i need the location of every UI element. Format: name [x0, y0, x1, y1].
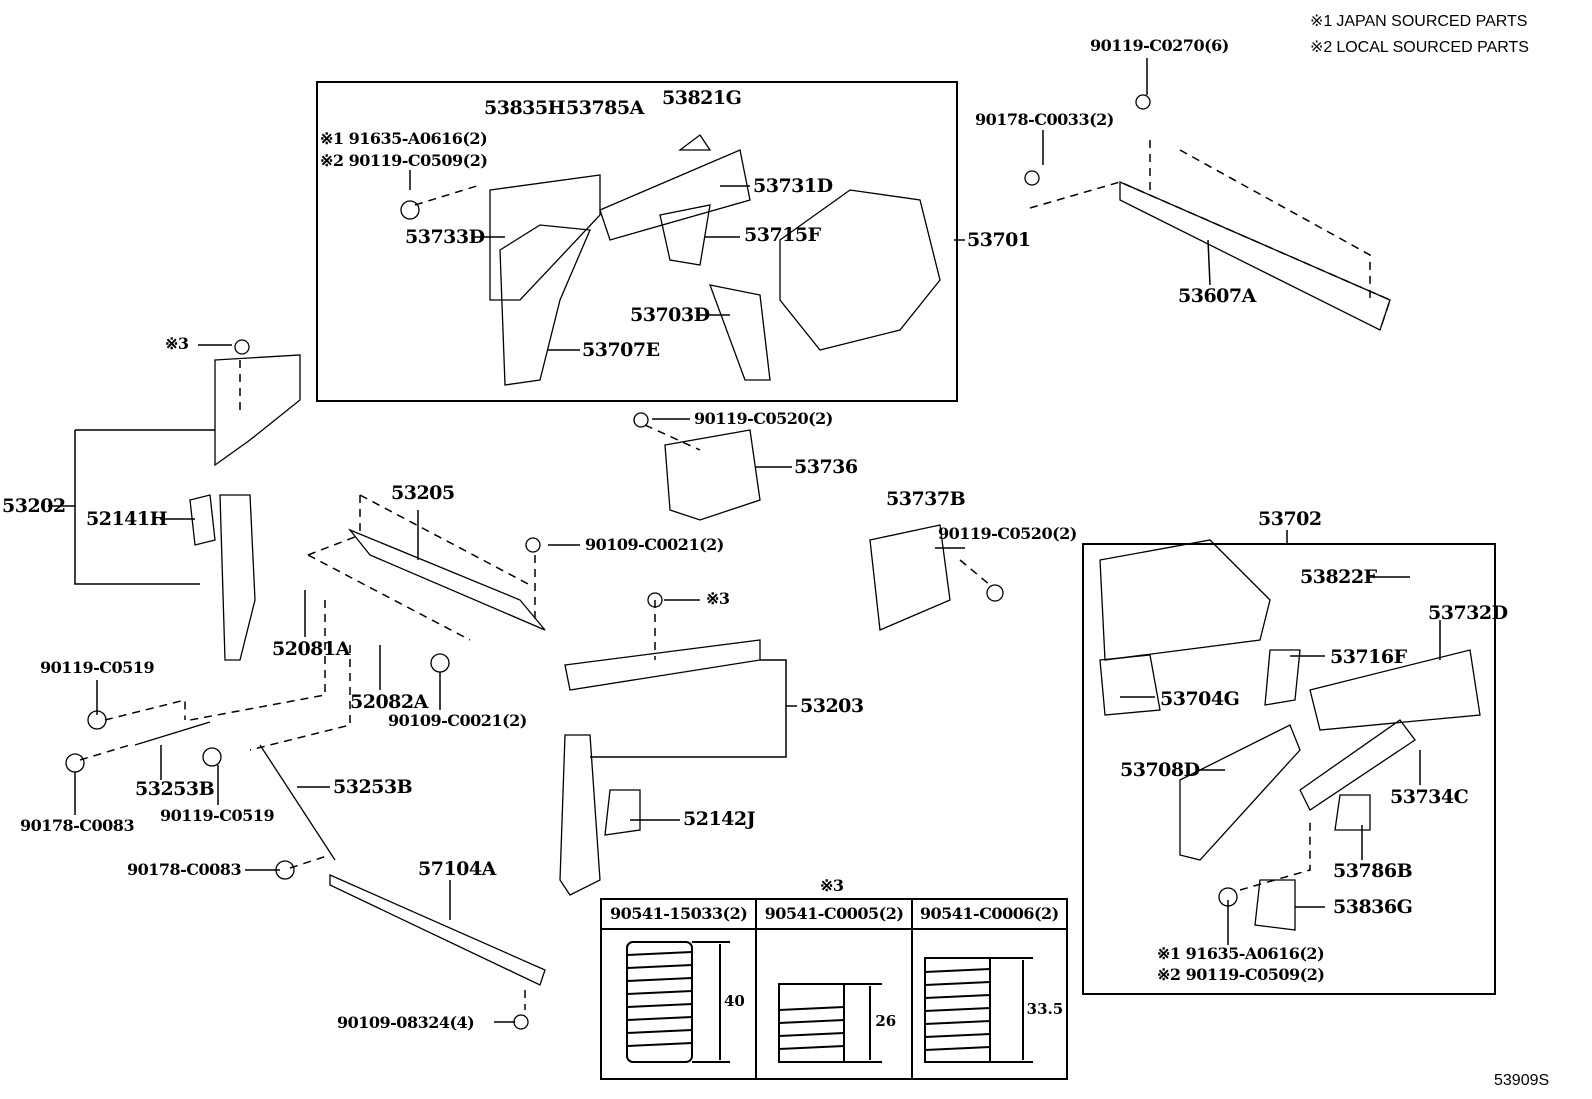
label-52141h: 52141H: [86, 508, 168, 530]
spring-part-number: 90541-C0006(2): [912, 900, 1066, 930]
spring-table-ref: ※3: [820, 876, 844, 895]
fastener-local-upper: ※2 90119-C0509(2): [320, 151, 488, 170]
label-53715f: 53715F: [744, 224, 821, 246]
label-90109-c0021-b: 90109-C0021(2): [388, 711, 527, 730]
label-90109-c0021-a: 90109-C0021(2): [585, 535, 724, 554]
label-53205: 53205: [391, 482, 455, 504]
label-53704g: 53704G: [1160, 688, 1240, 710]
label-53607a: 53607A: [1178, 285, 1256, 307]
spring-length: 33.5: [1026, 1000, 1064, 1018]
spring-column: 90541-C0005(2) 26: [757, 900, 913, 1078]
label-53737b: 53737B: [886, 488, 966, 510]
spring-column: 90541-C0006(2) 33.5: [912, 900, 1066, 1078]
label-90178-c0083-b: 90178-C0083: [127, 860, 242, 879]
label-53733d: 53733D: [405, 226, 485, 248]
spring-column: 90541-15033(2) 40: [602, 900, 758, 1078]
spring-length: 40: [724, 992, 745, 1010]
fastener-jp-lower: ※1 91635-A0616(2): [1157, 944, 1325, 963]
assembly-box-53702: [1082, 543, 1496, 995]
label-90119-c0520-a: 90119-C0520(2): [694, 409, 833, 428]
spring-table: 90541-15033(2) 40 90541-C0005(2): [600, 898, 1068, 1080]
fastener-jp-upper: ※1 91635-A0616(2): [320, 129, 488, 148]
label-53835h: 53835H: [484, 97, 566, 119]
label-53707e: 53707E: [582, 339, 660, 361]
label-90119-c0270: 90119-C0270(6): [1090, 36, 1229, 55]
label-53786b: 53786B: [1333, 860, 1413, 882]
fastener-local-lower: ※2 90119-C0509(2): [1157, 965, 1325, 984]
label-53785a: 53785A: [566, 97, 644, 119]
spring-part-number: 90541-C0005(2): [757, 900, 911, 930]
label-53836g: 53836G: [1333, 896, 1413, 918]
label-90178-c0033: 90178-C0033(2): [975, 110, 1114, 129]
label-53736: 53736: [794, 456, 858, 478]
label-53701: 53701: [967, 229, 1031, 251]
label-53203: 53203: [800, 695, 864, 717]
label-90109-08324: 90109-08324(4): [337, 1013, 475, 1032]
label-57104a: 57104A: [418, 858, 496, 880]
label-53822f: 53822F: [1300, 566, 1377, 588]
label-ref3-b: ※3: [706, 589, 730, 608]
label-53703d: 53703D: [630, 304, 710, 326]
label-53731d: 53731D: [753, 175, 833, 197]
assembly-box-53701: [316, 81, 958, 402]
label-53702: 53702: [1258, 508, 1322, 530]
spring-length: 26: [875, 1012, 897, 1030]
spring-part-number: 90541-15033(2): [602, 900, 756, 930]
label-53732d: 53732D: [1428, 602, 1508, 624]
label-52142j: 52142J: [683, 808, 756, 830]
label-53716f: 53716F: [1330, 646, 1407, 668]
spring-icon: [778, 983, 883, 1063]
label-90119-c0520-b: 90119-C0520(2): [938, 524, 1077, 543]
label-53734c: 53734C: [1390, 786, 1469, 808]
label-90119-c0519-a: 90119-C0519: [40, 658, 155, 677]
diagram-id: 53909S: [1494, 1072, 1550, 1089]
label-53253b-a: 53253B: [135, 778, 215, 800]
label-53708d: 53708D: [1120, 759, 1200, 781]
spring-icon: [626, 941, 730, 1063]
label-90178-c0083-a: 90178-C0083: [20, 816, 135, 835]
label-ref3-a: ※3: [165, 334, 189, 353]
spring-icon: [923, 957, 1033, 1063]
label-53253b-b: 53253B: [333, 776, 413, 798]
label-52081a: 52081A: [272, 638, 350, 660]
label-53202: 53202: [2, 495, 66, 517]
label-90119-c0519-b: 90119-C0519: [160, 806, 275, 825]
label-52082a: 52082A: [350, 691, 428, 713]
label-53821g: 53821G: [662, 87, 742, 109]
